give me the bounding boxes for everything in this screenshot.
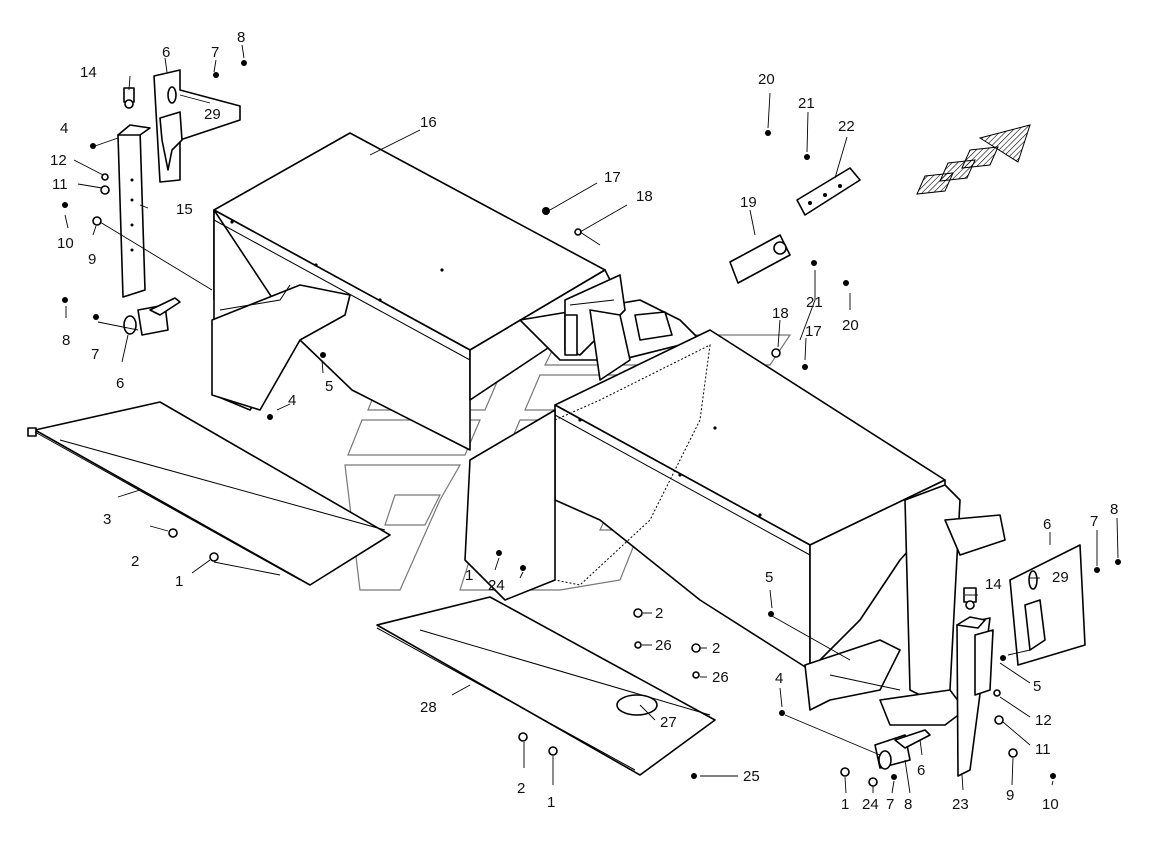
label-11-right: 11 — [1035, 741, 1051, 758]
label-17-top: 17 — [604, 169, 621, 186]
left-side-bracket — [211, 284, 351, 411]
label-11-left: 11 — [52, 176, 68, 193]
label-14-left: 14 — [80, 64, 97, 81]
label-6-left-bottom: 6 — [116, 375, 124, 392]
label-10-right: 10 — [1042, 796, 1059, 813]
label-7-right-top: 7 — [1090, 513, 1098, 530]
label-5-left: 5 — [325, 378, 333, 395]
label-7-left-top: 7 — [211, 44, 219, 61]
label-23: 23 — [952, 796, 969, 813]
label-12-right: 12 — [1035, 712, 1052, 729]
label-21-top: 21 — [798, 95, 815, 112]
label-12-left: 12 — [50, 152, 67, 169]
left-post — [117, 87, 151, 298]
right-latch — [874, 729, 931, 770]
right-post — [956, 587, 994, 777]
label-21-bottom: 21 — [806, 294, 823, 311]
label-1-left: 1 — [175, 573, 183, 590]
label-8-left-bottom: 8 — [62, 332, 70, 349]
label-26-right: 26 — [712, 669, 729, 686]
label-15: 15 — [176, 201, 193, 218]
label-1-center: 1 — [465, 567, 473, 584]
left-lock-plate — [153, 69, 241, 183]
label-9-right: 9 — [1006, 787, 1014, 804]
label-2-left: 2 — [131, 553, 139, 570]
label-26-top: 26 — [655, 637, 672, 654]
label-17-bottom: 17 — [805, 323, 822, 340]
hidden-outline — [554, 344, 711, 586]
label-19: 19 — [740, 194, 757, 211]
fasteners — [62, 60, 1121, 787]
label-10-left: 10 — [57, 235, 74, 252]
label-2-center-right: 2 — [712, 640, 720, 657]
label-28: 28 — [420, 699, 437, 716]
label-6-left-top: 6 — [162, 44, 170, 61]
label-8-right-bottom: 8 — [904, 796, 912, 813]
label-25: 25 — [743, 768, 760, 785]
label-3: 3 — [103, 511, 111, 528]
left-latch — [123, 297, 181, 336]
label-6-right-top: 6 — [1043, 516, 1051, 533]
label-29-right: 29 — [1052, 569, 1069, 586]
right-frame-leg — [804, 484, 1006, 726]
label-9-left: 9 — [88, 251, 96, 268]
label-1-bottom: 1 — [547, 794, 555, 811]
label-2-bottom: 2 — [517, 780, 525, 797]
label-29-left: 29 — [204, 106, 221, 123]
label-6-right-bottom: 6 — [917, 762, 925, 779]
label-7-left-bottom: 7 — [91, 346, 99, 363]
label-20-bottom: 20 — [842, 317, 859, 334]
cover-plate-28 — [376, 596, 716, 776]
leader-lines — [64, 44, 1119, 794]
label-20-top: 20 — [758, 71, 775, 88]
direction-arrow-icon — [916, 124, 1031, 195]
part-number-labels: 14 6 7 8 29 4 12 11 15 10 9 8 7 6 5 4 16… — [50, 29, 1118, 813]
label-4-left-bottom: 4 — [288, 392, 296, 409]
label-16: 16 — [420, 114, 437, 131]
label-24-right: 24 — [862, 796, 879, 813]
label-27: 27 — [660, 714, 677, 731]
label-2-center-top: 2 — [655, 605, 663, 622]
mount-plate-19 — [729, 234, 791, 284]
label-4-left-top: 4 — [60, 120, 68, 137]
label-22: 22 — [838, 118, 855, 135]
label-24-center: 24 — [488, 577, 505, 594]
label-18-bottom: 18 — [772, 305, 789, 322]
label-7-right-bottom: 7 — [886, 796, 894, 813]
label-4-right: 4 — [775, 670, 783, 687]
label-14-right: 14 — [985, 576, 1002, 593]
label-5-right-top: 5 — [765, 569, 773, 586]
mount-plate-22 — [796, 167, 861, 216]
right-lock-plate — [1009, 544, 1086, 666]
label-1-right: 1 — [841, 796, 849, 813]
label-18-top: 18 — [636, 188, 653, 205]
label-8-right-top: 8 — [1110, 501, 1118, 518]
cover-plate-3 — [27, 401, 391, 586]
label-5-right-bottom: 5 — [1033, 678, 1041, 695]
label-8-left-top: 8 — [237, 29, 245, 46]
